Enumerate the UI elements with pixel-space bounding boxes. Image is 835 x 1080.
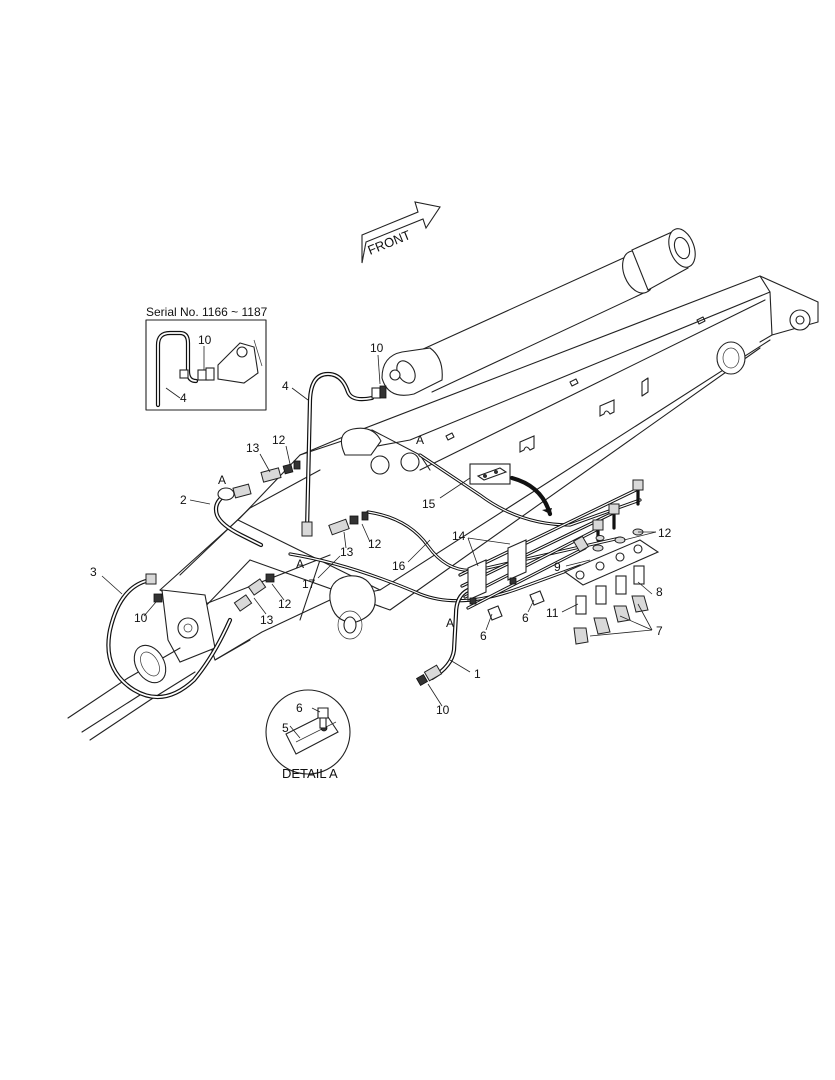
pipe-bundle: [458, 479, 644, 610]
callout-17: 17: [302, 577, 316, 591]
callout-1: 1: [474, 667, 481, 681]
callout-A2: A: [416, 433, 424, 447]
callout-12-low: 12: [278, 597, 292, 611]
detail-a-view: DETAIL A: [265, 689, 351, 781]
callout-13-mid: 13: [340, 545, 354, 559]
callout-13-top: 13: [246, 441, 260, 455]
hose-2: [213, 483, 264, 548]
callout-16: 16: [392, 559, 406, 573]
serial-label: Serial No. 1166 ~ 1187: [146, 305, 268, 319]
hose-3: [106, 573, 253, 700]
fittings: [153, 369, 369, 603]
callout-detail-5: 5: [282, 721, 289, 735]
clip-plate-15: [469, 463, 553, 517]
boom-body: [159, 275, 819, 663]
block-plate: [563, 528, 660, 645]
callout-11: 11: [546, 606, 559, 620]
callout-6-a: 6: [480, 629, 487, 643]
callout-detail-6: 6: [296, 701, 303, 715]
arm-cylinder: [381, 228, 696, 396]
callout-3: 3: [90, 565, 97, 579]
front-direction-arrow: FRONT: [361, 201, 441, 264]
callout-10-left: 10: [134, 611, 148, 625]
callout-10-top: 10: [370, 341, 384, 355]
callout-15: 15: [422, 497, 436, 511]
callout-A3: A: [296, 557, 304, 571]
pipe-16: [366, 510, 622, 573]
hose-1: [415, 587, 471, 687]
callout-13-low: 13: [260, 613, 274, 627]
callout-9: 9: [554, 560, 561, 574]
callout-2: 2: [180, 493, 187, 507]
boom-cylinder-lower: [67, 644, 196, 741]
callout-6-b: 6: [522, 611, 529, 625]
callout-numbers: 10 4 4 10 13 12 2 A A A A 15 14 12 9 8 1…: [90, 333, 672, 735]
callout-12-mid: 12: [368, 537, 382, 551]
callout-inset-4: 4: [180, 391, 187, 405]
detail-label: DETAIL A: [282, 766, 338, 781]
hose-4: [301, 371, 387, 537]
callout-4: 4: [282, 379, 289, 393]
callout-14: 14: [452, 529, 466, 543]
callout-7: 7: [656, 624, 663, 638]
callout-A1: A: [218, 473, 226, 487]
callout-8: 8: [656, 585, 663, 599]
callout-12-right: 12: [658, 526, 672, 540]
serial-number-inset: Serial No. 1166 ~ 1187: [145, 305, 268, 411]
leader-lines: [101, 346, 657, 739]
callout-inset-10: 10: [198, 333, 212, 347]
clamp-14: [467, 539, 527, 605]
callout-12-top: 12: [272, 433, 286, 447]
callout-10-bottom: 10: [436, 703, 450, 717]
callout-A4: A: [446, 616, 454, 630]
pipe-15: [418, 453, 642, 527]
